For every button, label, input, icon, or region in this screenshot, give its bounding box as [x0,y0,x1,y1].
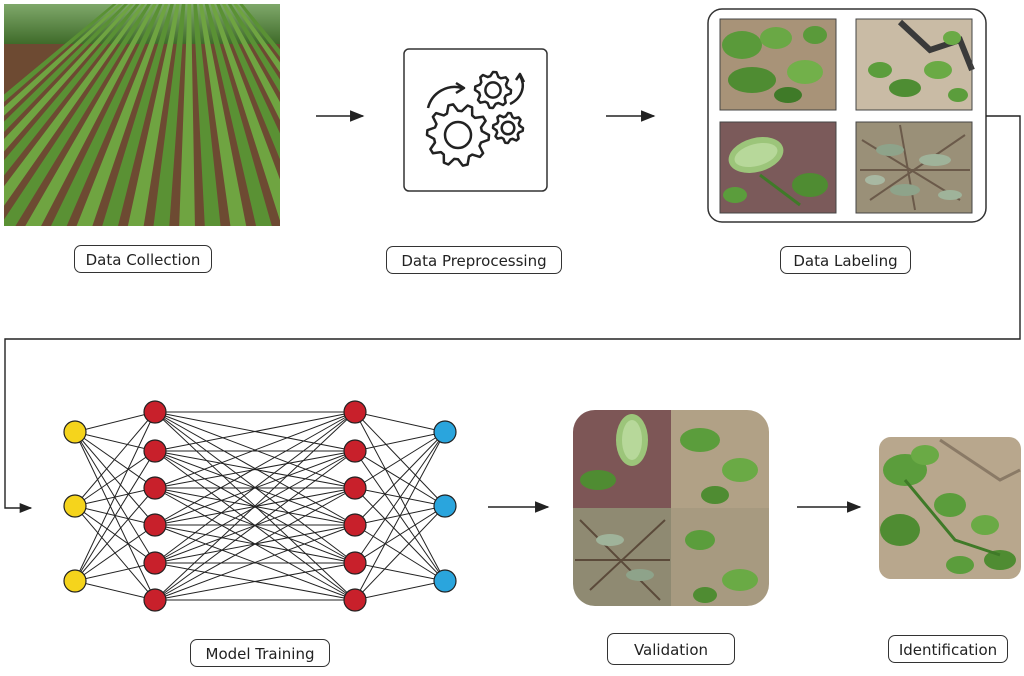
nn-edge [74,411,156,582]
crop-row [4,4,117,102]
nn-hidden-node [143,588,167,612]
nn-hidden-node [343,513,367,537]
nn-hidden-node [143,513,167,537]
nn-hidden-node [343,476,367,500]
nn-edge [154,411,356,601]
labeled-sample-2 [856,19,975,110]
crop-row [210,4,280,221]
crop-row [216,4,280,160]
preprocessing-box [403,48,548,192]
connector-labeling-to-training [4,115,1021,514]
labeled-sample-4 [856,122,972,213]
crop-row [204,4,272,226]
crop-row [193,4,221,226]
nn-edge [154,411,356,489]
labeled-sample-3 [720,122,836,213]
nn-output-node [433,569,457,593]
nn-edge [354,431,446,564]
nn-edge [154,524,356,601]
nn-edge [74,487,156,582]
crop-row [239,4,280,58]
crop-row [4,4,151,226]
nn-edge [354,580,446,601]
nn-edge [74,431,156,452]
crop-row [25,4,157,226]
nn-output-node [433,494,457,518]
nn-edge [354,431,446,452]
crop-row [4,4,140,176]
crop-row [76,4,169,226]
crop-row [50,4,163,226]
nn-hidden-node [143,439,167,463]
nn-hidden-node [343,588,367,612]
crop-row [4,4,134,152]
nn-input-node [63,420,87,444]
crop-row [199,4,247,226]
crop-row [227,4,280,93]
gears-icon [425,70,526,167]
nn-hidden-node [143,551,167,575]
nn-edge [354,562,446,582]
nn-edge [74,411,156,507]
nn-edge [354,431,446,526]
nn-edge [154,450,356,489]
identification-image [879,437,1021,579]
nn-edge [154,487,356,601]
nn-input-node [63,494,87,518]
crop-row [222,4,280,120]
nn-edge [154,450,356,601]
nn-hidden-node [343,551,367,575]
crop-field-image [4,4,280,226]
crop-row [4,4,128,132]
validation-image [573,410,769,606]
crop-row [153,4,186,226]
nn-hidden-node [343,439,367,463]
nn-edge [74,562,156,582]
crop-row [127,4,180,226]
nn-edge [74,580,156,601]
nn-hidden-node [143,476,167,500]
neural-network [63,400,457,612]
nn-hidden-node [143,400,167,424]
nn-edge [154,411,356,564]
nn-edge [354,505,446,564]
nn-edge [354,411,446,507]
crop-row [4,4,146,206]
nn-edge [74,524,156,582]
nn-edge [354,411,446,433]
nn-edge [154,411,356,452]
labeled-sample-1 [720,19,836,110]
nn-edge [154,562,356,601]
nn-edge [74,450,156,507]
crop-row [233,4,280,73]
crop-row [102,4,174,226]
nn-edge [154,411,356,526]
nn-hidden-node [343,400,367,424]
crop-row [179,4,195,226]
nn-edge [354,505,446,601]
nn-edge [74,411,156,433]
nn-input-node [63,569,87,593]
nn-edge [354,431,446,489]
nn-edge [74,431,156,489]
nn-edge [354,431,446,601]
nn-output-node [433,420,457,444]
crop-row [4,4,123,116]
nn-edge [154,450,356,564]
nn-edge [74,450,156,582]
